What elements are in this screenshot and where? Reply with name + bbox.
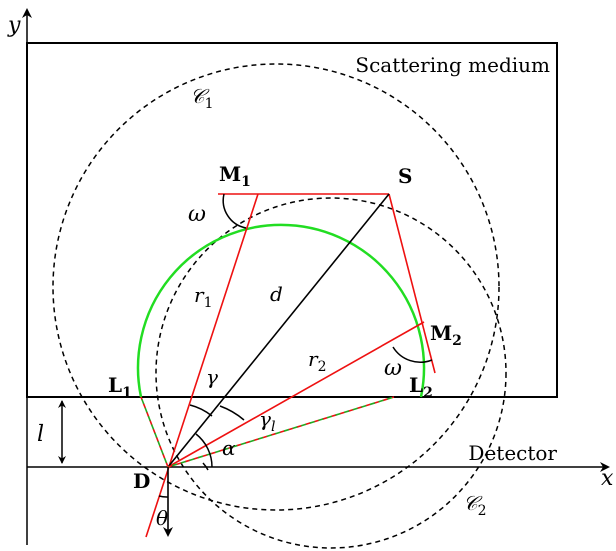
ray-d-l2-red: [167, 396, 395, 468]
gamma-l-label: γl: [259, 407, 275, 435]
m1-label: M1: [219, 162, 251, 190]
c1-label: 𝒞1: [190, 84, 214, 112]
ray-d-m1: [145, 193, 259, 538]
angle-arcs: [158, 193, 433, 498]
r2-label: r2: [308, 347, 326, 375]
gamma-label: γ: [206, 365, 218, 389]
scattering-medium-box: [26, 42, 558, 398]
d-distance-label: d: [270, 282, 283, 306]
gamma-arc: [189, 404, 213, 417]
omega1-arc: [222, 193, 247, 229]
ray-d-l1-green: [140, 396, 169, 468]
circle-c2: [155, 197, 507, 549]
s-label: S: [398, 164, 412, 188]
alpha-arc: [195, 433, 213, 468]
theta-label: θ: [156, 506, 168, 530]
ray-d-l1-red: [140, 396, 169, 468]
alpha-label: α: [222, 436, 236, 460]
theta-arc: [158, 495, 169, 498]
dashed-rays: [140, 396, 395, 468]
l1-label: L1: [108, 373, 132, 401]
l2-label: L2: [409, 373, 433, 401]
r1-label: r1: [194, 283, 212, 311]
l-label: l: [37, 422, 44, 447]
gamma-l-arc: [219, 405, 245, 421]
m2-label: M2: [430, 321, 462, 349]
detector-label: Detector: [468, 441, 557, 465]
circle-c1: [52, 63, 500, 511]
alpha-arc-2: [202, 462, 209, 471]
omega1-label: ω: [188, 202, 206, 227]
omega2-arc: [392, 346, 433, 363]
ray-s-m2: [388, 193, 436, 374]
red-rays: [145, 193, 436, 538]
medium-label: Scattering medium: [355, 53, 550, 77]
ray-d-m2: [167, 321, 425, 468]
d-label: D: [133, 469, 150, 493]
omega2-label: ω: [384, 356, 402, 381]
x-axis-label: x: [601, 466, 614, 491]
line-d-s: [167, 193, 390, 468]
ray-d-l2-green: [167, 396, 395, 468]
green-arc: [136, 223, 426, 398]
c2-label: 𝒞2: [463, 491, 487, 519]
y-axis-label: y: [7, 13, 21, 38]
